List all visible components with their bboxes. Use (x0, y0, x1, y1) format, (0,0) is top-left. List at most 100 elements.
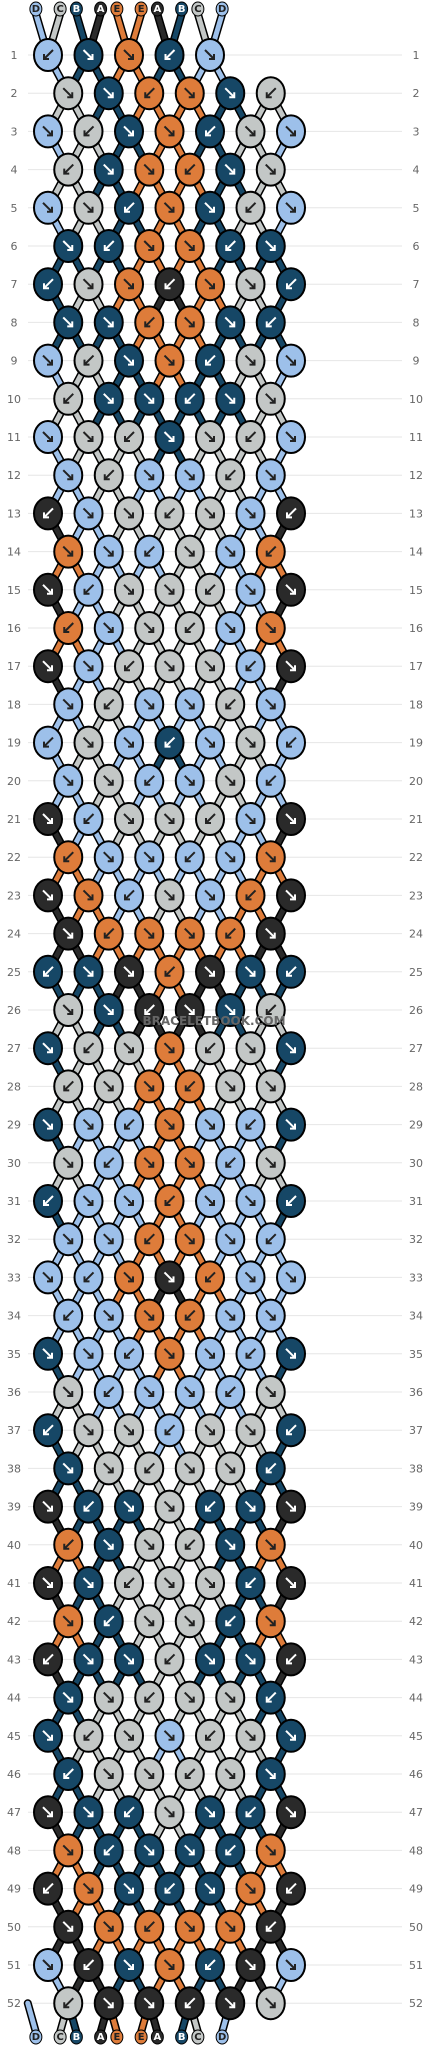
knot-arrow-icon (43, 736, 54, 748)
knot-arrow-icon (144, 87, 155, 99)
knot-arrow-icon (245, 1348, 257, 1359)
row-label-right: 49 (409, 1883, 423, 1896)
knot-arrow-icon (123, 354, 134, 366)
knot-arrow-icon (103, 698, 115, 710)
strand-label-bottom: D (32, 2032, 40, 2043)
strand-label-top: C (194, 4, 201, 15)
knot-arrow-icon (42, 584, 53, 595)
knot-arrow-icon (265, 1309, 276, 1321)
knot-arrow-icon (42, 1348, 53, 1359)
knot-arrow-icon (43, 1424, 54, 1436)
knot-arrow-icon (205, 1042, 216, 1054)
knot-arrow-icon (285, 1959, 296, 1970)
row-label-right: 14 (409, 546, 423, 559)
knot-arrow-icon (83, 125, 95, 137)
row-label-right: 47 (409, 1806, 423, 1819)
knot-arrow-icon (184, 1233, 195, 1245)
knot-arrow-icon (286, 736, 297, 748)
knot-arrow-icon (225, 698, 236, 710)
strand-label-bottom: A (97, 2032, 105, 2043)
knot-arrow-icon (224, 87, 236, 99)
row-label-left: 20 (7, 775, 21, 788)
knot-arrow-icon (244, 736, 256, 748)
knot-arrow-icon (123, 1959, 134, 1970)
row-label-right: 7 (413, 278, 420, 291)
row-label-right: 40 (409, 1539, 423, 1552)
knot-arrow-icon (184, 469, 195, 481)
knot-arrow-icon (286, 507, 297, 519)
knot-arrow-icon (143, 1386, 155, 1397)
knot-arrow-icon (82, 202, 94, 213)
knot-arrow-icon (164, 736, 176, 748)
row-label-left: 10 (7, 393, 21, 406)
knot-arrow-icon (163, 813, 175, 824)
knot-arrow-icon (184, 1615, 195, 1627)
knot-arrow-icon (245, 889, 257, 901)
knot-arrow-icon (224, 1004, 236, 1015)
knot-arrow-icon (244, 507, 256, 519)
knot-arrow-icon (265, 1539, 276, 1550)
knot-arrow-icon (143, 622, 155, 633)
watermark-text: BRACELETBOOK.COM (142, 1014, 285, 1028)
row-label-left: 47 (7, 1806, 21, 1819)
knot-arrow-icon (265, 1157, 276, 1168)
knot-arrow-icon (62, 1004, 74, 1015)
strand-label-top: A (154, 4, 162, 15)
knot-arrow-icon (43, 507, 54, 519)
row-label-right: 16 (409, 622, 423, 635)
row-label-left: 38 (7, 1462, 21, 1475)
knot-arrow-icon (43, 49, 54, 60)
knot-arrow-icon (204, 1348, 215, 1359)
knot-arrow-icon (82, 278, 94, 290)
knot-arrow-icon (164, 507, 176, 519)
knot-arrow-icon (265, 1386, 276, 1397)
row-label-left: 32 (7, 1233, 21, 1246)
knot-arrow-icon (63, 1080, 74, 1092)
knot-arrow-icon (244, 278, 256, 290)
knot-arrow-icon (265, 316, 277, 328)
knot-arrow-icon (63, 1309, 74, 1321)
strand-label-top: E (113, 4, 120, 15)
strand-label-top: D (218, 4, 226, 15)
knot-arrow-icon (204, 507, 215, 519)
knot-arrow-icon (164, 1424, 176, 1436)
knot-arrow-icon (286, 278, 297, 290)
row-label-left: 19 (7, 737, 21, 750)
row-label-right: 31 (409, 1195, 423, 1208)
knot-arrow-icon (244, 1959, 256, 1970)
strand-bottom-marker (150, 2029, 164, 2045)
knot-arrow-icon (224, 1462, 236, 1474)
knot-arrow-icon (103, 775, 114, 786)
knot-arrow-icon (143, 1157, 155, 1168)
knot-arrow-icon (63, 1768, 74, 1779)
knot-arrow-icon (205, 1959, 216, 1970)
knot-arrow-icon (103, 1004, 114, 1015)
knot-arrow-icon (123, 966, 134, 977)
knot-arrow-icon (184, 1080, 196, 1092)
knot-arrow-icon (124, 202, 135, 213)
knot-arrow-icon (82, 49, 94, 60)
knot-arrow-icon (103, 1233, 114, 1245)
row-label-left: 48 (7, 1844, 21, 1857)
knot-arrow-icon (285, 1500, 296, 1512)
knot-arrow-icon (265, 393, 276, 404)
knot-arrow-icon (123, 1653, 134, 1665)
row-label-right: 23 (409, 889, 423, 902)
row-label-left: 39 (7, 1501, 21, 1514)
knot-arrow-icon (143, 240, 155, 251)
knot-arrow-icon (144, 1233, 155, 1245)
knot-arrow-icon (62, 1233, 74, 1245)
knot-arrow-icon (123, 507, 134, 519)
knot-arrow-icon (224, 1691, 236, 1703)
knot-arrow-icon (184, 1309, 196, 1321)
knot-arrow-icon (62, 1691, 74, 1703)
knot-arrow-icon (224, 545, 236, 557)
row-label-left: 14 (7, 546, 21, 559)
row-label-right: 50 (409, 1921, 423, 1934)
knot-arrow-icon (163, 1500, 175, 1512)
knot-arrow-icon (164, 966, 176, 977)
row-label-left: 11 (7, 431, 21, 444)
row-label-left: 16 (7, 622, 21, 635)
row-label-left: 26 (7, 1004, 21, 1017)
knot-arrow-icon (63, 1997, 74, 2009)
